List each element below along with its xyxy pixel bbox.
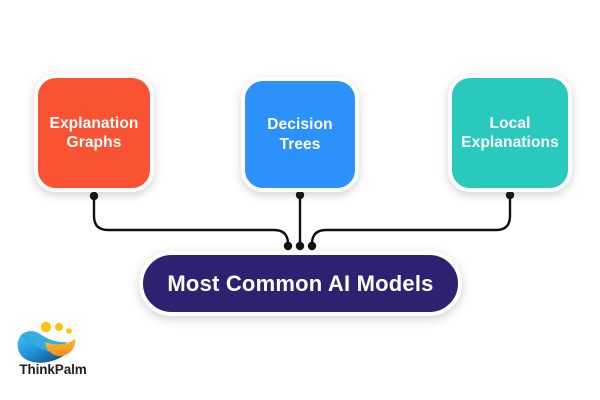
node-label-decision-trees: Decision Trees [267,116,333,153]
thinkpalm-logo-icon [17,321,76,363]
node-label-explanation-graphs: Explanation Graphs [49,114,139,151]
logo-crescent-shape [45,339,76,357]
thinkpalm-wordmark: ThinkPalm [19,362,87,377]
node-local-explanations[interactable]: Local Explanations [448,74,572,192]
connector-dot-top-left [89,191,99,201]
connector-dot-top-middle [295,190,305,200]
connector-dot-bottom-middle [295,241,305,251]
thinkpalm-logo: ThinkPalm [10,318,96,388]
logo-dot-large [40,321,52,333]
logo-dot-small [66,328,72,334]
connector-dot-bottom-left [283,241,293,251]
node-decision-trees[interactable]: Decision Trees [241,77,359,192]
main-node-label: Most Common AI Models [167,270,434,296]
connector-path-explanation-graphs [92,195,290,248]
connector-dot-bottom-right [307,241,317,251]
connector-path-local-explanations [310,194,512,248]
logo-dot-medium [55,323,63,331]
main-node-most-common-ai-models[interactable]: Most Common AI Models [139,251,462,316]
connector-dot-top-right [505,190,515,200]
node-label-local-explanations: Local Explanations [461,114,559,151]
node-explanation-graphs[interactable]: Explanation Graphs [34,74,154,192]
